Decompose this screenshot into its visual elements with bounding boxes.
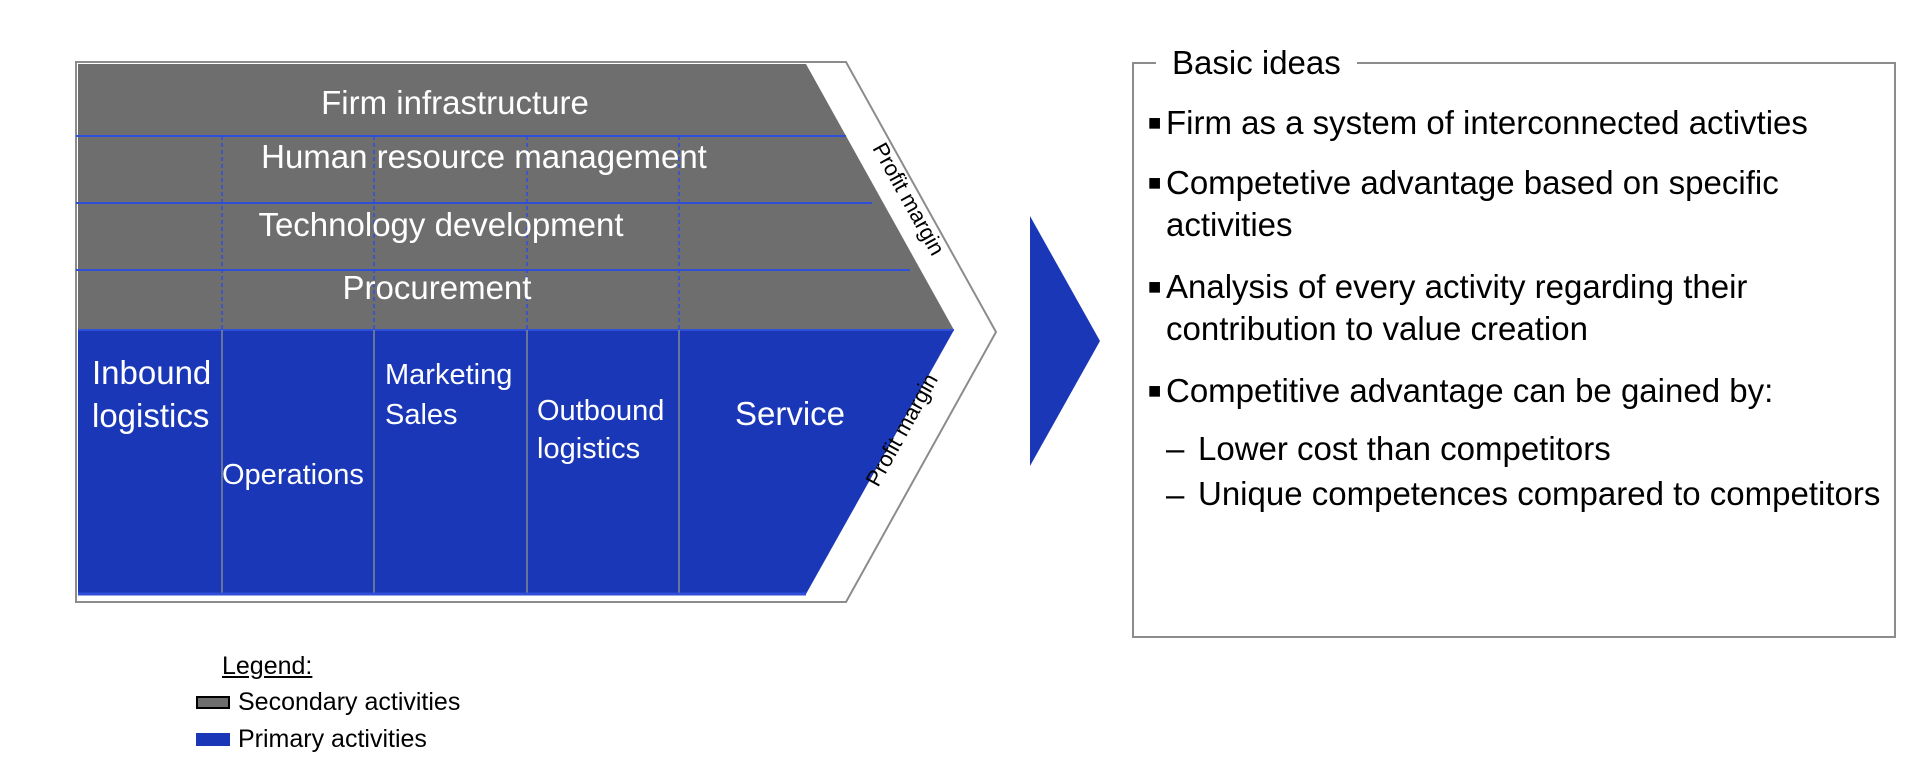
secondary-swatch-icon <box>196 696 230 709</box>
label-outbound-line-1: Outbound <box>537 395 664 427</box>
label-outbound-line-2: logistics <box>537 433 640 465</box>
right-arrow-icon <box>1030 216 1100 466</box>
idea-item: ■ Competetive advantage based on specifi… <box>1148 162 1888 246</box>
label-service: Service <box>735 395 845 432</box>
label-procurement: Procurement <box>343 269 532 306</box>
basic-ideas-box <box>1132 62 1896 638</box>
legend-primary-label: Primary activities <box>238 725 427 753</box>
secondary-activities-area <box>78 64 954 330</box>
sub-idea-text: Unique competences compared to competito… <box>1198 475 1881 512</box>
column-dividers-secondary <box>221 136 680 330</box>
idea-text: Firm as a system of interconnected activ… <box>1166 104 1808 141</box>
dash-icon: – <box>1166 476 1185 513</box>
label-marketing-line-2: Sales <box>385 399 458 431</box>
column-dividers-primary <box>221 330 680 594</box>
primary-swatch-icon <box>196 733 230 746</box>
idea-text: Competitive advantage can be gained by: <box>1166 372 1774 409</box>
square-bullet-icon: ■ <box>1148 378 1162 403</box>
legend-secondary-label: Secondary activities <box>238 688 461 716</box>
label-human-resource-management: Human resource management <box>261 138 707 175</box>
legend-title: Legend: <box>222 652 313 680</box>
label-marketing-sales: Marketing Sales <box>385 359 520 431</box>
idea-item: ■ Firm as a system of interconnected act… <box>1148 102 1888 144</box>
square-bullet-icon: ■ <box>1148 110 1162 135</box>
legend-secondary: Secondary activities <box>196 684 460 721</box>
label-firm-infrastructure: Firm infrastructure <box>321 84 589 121</box>
legend-primary: Primary activities <box>196 721 427 758</box>
sub-idea-text: Lower cost than competitors <box>1198 430 1611 467</box>
dash-icon: – <box>1166 430 1185 467</box>
square-bullet-icon: ■ <box>1148 170 1162 195</box>
secondary-row-dividers <box>76 135 910 271</box>
label-inbound-line-1: Inbound <box>92 354 211 391</box>
basic-ideas-title: Basic ideas <box>1156 42 1357 84</box>
label-technology-development: Technology development <box>258 206 623 243</box>
square-bullet-icon: ■ <box>1148 274 1162 299</box>
label-inbound-logistics: Inbound logistics <box>92 354 220 434</box>
idea-text: Competetive advantage based on specific … <box>1166 164 1779 243</box>
idea-item: ■ Analysis of every activity regarding t… <box>1148 266 1888 350</box>
label-outbound-logistics: Outbound logistics <box>537 395 672 465</box>
label-inbound-line-2: logistics <box>92 397 209 434</box>
label-operations: Operations <box>222 459 364 491</box>
idea-text: Analysis of every activity regarding the… <box>1166 268 1748 347</box>
sub-idea-item: – Unique competences compared to competi… <box>1166 474 1886 516</box>
label-marketing-line-1: Marketing <box>385 359 512 391</box>
sub-idea-item: – Lower cost than competitors <box>1166 428 1886 470</box>
primary-activities-area <box>78 330 954 594</box>
idea-item: ■ Competitive advantage can be gained by… <box>1148 370 1888 412</box>
